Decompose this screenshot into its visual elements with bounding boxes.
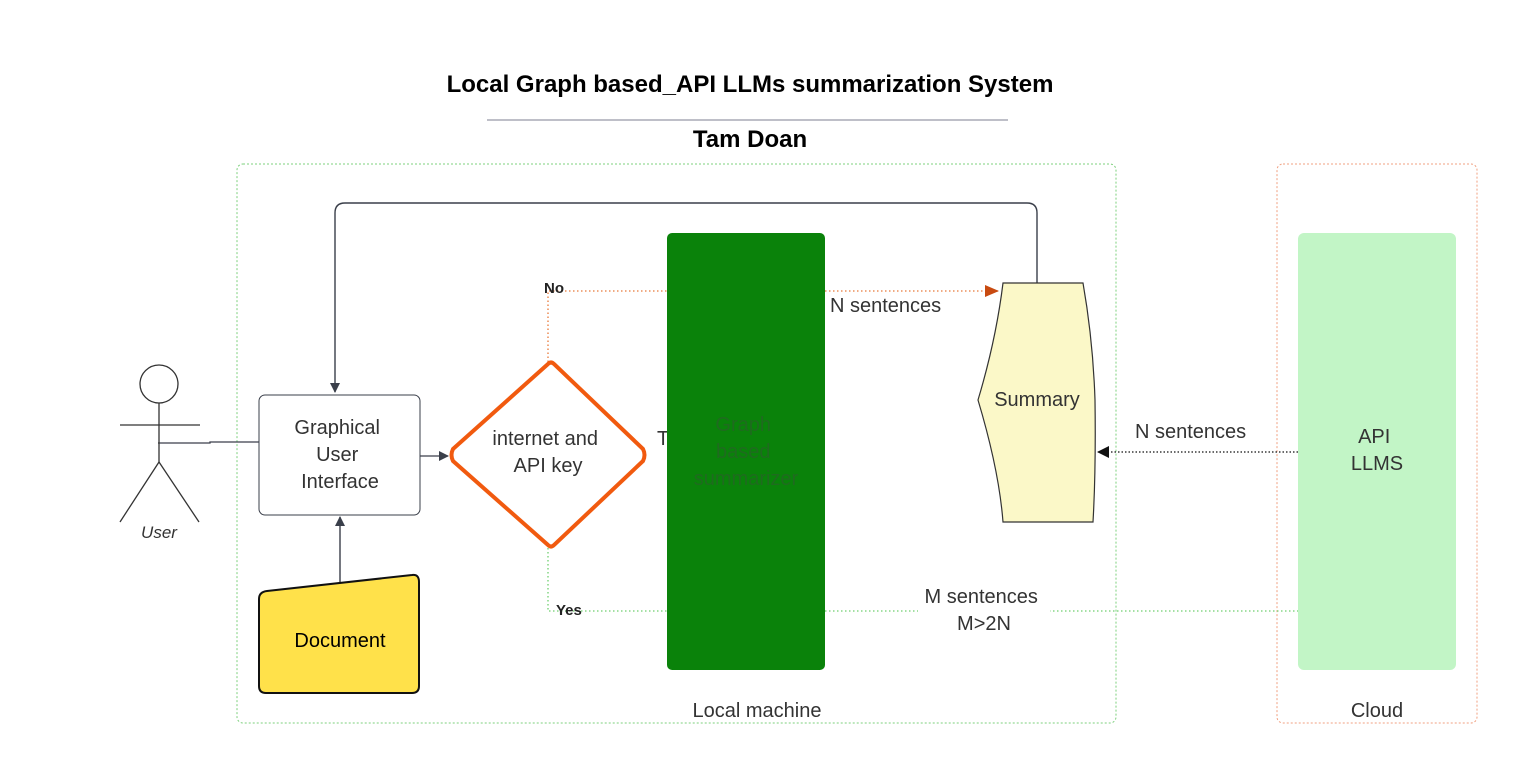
document-label: Document bbox=[294, 630, 386, 652]
diagram-title: Local Graph based_API LLMs summarization… bbox=[447, 71, 1054, 98]
gui-label: Graphical User Interface bbox=[294, 417, 385, 493]
user-actor-icon bbox=[119, 364, 200, 523]
decision-node bbox=[449, 360, 647, 549]
diagram-author: Tam Doan bbox=[693, 126, 807, 153]
gui-node bbox=[258, 394, 421, 516]
summary-label: Summary bbox=[994, 389, 1080, 411]
no-label: No bbox=[544, 280, 564, 297]
api-llms-label: API LLMS bbox=[1351, 426, 1403, 475]
cloud-label: Cloud bbox=[1351, 700, 1403, 722]
local-machine-group bbox=[236, 163, 1117, 724]
n-sentences-top-label: N sentences bbox=[830, 295, 941, 317]
yes-label: Yes bbox=[556, 602, 582, 619]
local-machine-label: Local machine bbox=[693, 700, 822, 722]
m-sentences-label: M sentences M>2N bbox=[925, 586, 1044, 635]
summarizer-node bbox=[667, 233, 825, 670]
yes-connector bbox=[547, 548, 1317, 617]
summary-to-gui-connector bbox=[330, 202, 1038, 393]
user-to-gui-connector bbox=[158, 441, 259, 444]
decision-label: internet and API key bbox=[492, 428, 603, 477]
n-sentences-api-label: N sentences bbox=[1135, 421, 1246, 443]
api-llms-node bbox=[1298, 233, 1456, 670]
cloud-group bbox=[1276, 163, 1478, 724]
clipped-label: T bbox=[657, 428, 669, 450]
summarizer-label: Graph based summarizer bbox=[694, 414, 799, 490]
document-node bbox=[258, 573, 420, 694]
user-label: User bbox=[141, 523, 178, 542]
m-sentences-label-bg bbox=[918, 584, 1050, 636]
summary-node bbox=[977, 282, 1096, 523]
